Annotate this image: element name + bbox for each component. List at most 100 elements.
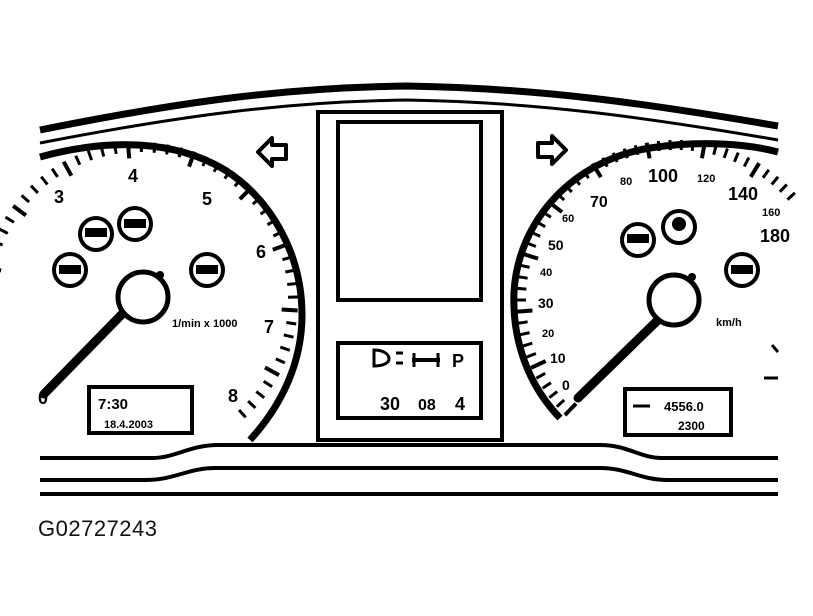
tachometer-tick bbox=[29, 184, 39, 194]
speedometer-tick bbox=[519, 331, 530, 337]
tachometer-tick bbox=[262, 379, 273, 388]
tachometer-tick bbox=[212, 162, 221, 173]
speedometer-tick bbox=[786, 191, 796, 201]
speedometer-tick bbox=[611, 152, 619, 163]
speedometer-tick bbox=[517, 320, 528, 325]
speedometer-gauge: 0 10 20 30 40 50 60 70 80 100 120 140 16… bbox=[510, 140, 796, 437]
speed-label-10: 10 bbox=[550, 350, 566, 366]
tachometer-gauge: 3 4 5 6 7 8 0 1/min x 1000 bbox=[0, 141, 306, 443]
right-turn-signal-arrow-icon bbox=[536, 134, 568, 166]
tachometer-tick bbox=[11, 204, 28, 218]
tachometer-tick bbox=[233, 177, 243, 188]
speedometer-tick bbox=[712, 144, 718, 156]
needle-hub-icon bbox=[115, 269, 171, 325]
speed-display-line1: 4556.0 bbox=[664, 399, 704, 414]
seat-belt-icon bbox=[661, 209, 697, 245]
speedometer-tick bbox=[572, 176, 582, 186]
tachometer-tick bbox=[287, 282, 298, 286]
warning-lamp-icon bbox=[724, 252, 760, 288]
left-turn-signal-arrow-icon bbox=[256, 136, 288, 168]
speedometer-tick bbox=[525, 241, 537, 248]
low-beam-headlight-icon bbox=[372, 348, 403, 368]
speedometer-tick bbox=[541, 381, 552, 390]
tachometer-tick bbox=[266, 218, 277, 227]
speed-label-50: 50 bbox=[548, 237, 564, 253]
center-indicator-p: P bbox=[452, 351, 464, 371]
tachometer-tick bbox=[275, 357, 286, 365]
figure-id-caption: G02727243 bbox=[38, 516, 158, 541]
speed-label-180: 180 bbox=[760, 226, 790, 246]
tach-display-line1: 7:30 bbox=[98, 396, 128, 413]
speedometer-tick bbox=[530, 230, 541, 238]
speed-label-70: 70 bbox=[590, 194, 608, 211]
tachometer-tick bbox=[20, 194, 31, 204]
tachometer-tick bbox=[223, 169, 232, 180]
speedometer-tick bbox=[516, 308, 533, 314]
right-edge-marks bbox=[764, 344, 780, 380]
tach-unit-label: 1/min x 1000 bbox=[172, 318, 237, 330]
center-value-30: 30 bbox=[380, 394, 400, 414]
speedometer-tick bbox=[519, 263, 530, 269]
speedometer-tick bbox=[601, 157, 609, 168]
speed-label-120: 120 bbox=[697, 173, 715, 185]
speedometer-tick bbox=[535, 371, 546, 380]
tachometer-tick bbox=[281, 255, 293, 262]
tach-label-3: 3 bbox=[54, 187, 64, 207]
tachometer-tick bbox=[264, 365, 280, 377]
speedometer-tick bbox=[633, 144, 640, 156]
tach-label-4: 4 bbox=[128, 166, 138, 186]
tachometer-tick bbox=[0, 268, 2, 273]
speedometer-tick bbox=[733, 152, 740, 163]
speed-label-30: 30 bbox=[538, 295, 554, 311]
speedometer-tick bbox=[548, 390, 559, 399]
tach-display-line2: 18.4.2003 bbox=[104, 419, 153, 431]
speed-label-80: 80 bbox=[620, 176, 632, 188]
tach-label-6: 6 bbox=[256, 242, 266, 262]
tachometer-tick bbox=[247, 400, 257, 409]
warning-lamp-icon bbox=[52, 252, 88, 288]
speedometer-tick bbox=[699, 142, 707, 159]
center-value-08: 08 bbox=[418, 397, 436, 414]
tachometer-tick bbox=[86, 150, 94, 161]
tachometer-tick bbox=[74, 155, 82, 166]
speedometer-tick bbox=[517, 275, 528, 280]
speedometer-tick bbox=[548, 200, 564, 214]
tachometer-tick bbox=[50, 167, 59, 178]
tach-label-7: 7 bbox=[264, 317, 274, 337]
speedometer-tick bbox=[761, 168, 771, 179]
tach-label-8: 8 bbox=[228, 386, 238, 406]
tachometer-tick bbox=[285, 268, 296, 274]
speedometer-tick bbox=[749, 162, 761, 178]
speedometer-ticks bbox=[516, 140, 796, 417]
tachometer-tick bbox=[283, 333, 294, 339]
warning-lamp-icon bbox=[78, 216, 114, 252]
speedometer-tick bbox=[563, 402, 578, 417]
speedometer-tick bbox=[522, 341, 533, 348]
speedometer-tick bbox=[742, 156, 751, 168]
speed-label-160: 160 bbox=[762, 207, 780, 219]
speed-label-20: 20 bbox=[542, 328, 554, 340]
tachometer-tick bbox=[272, 242, 289, 252]
tachometer-tick bbox=[0, 242, 4, 247]
speedometer-tick bbox=[644, 142, 652, 159]
speedometer-tick bbox=[656, 140, 661, 152]
high-beam-icon bbox=[412, 353, 440, 367]
tachometer-tick bbox=[126, 142, 132, 159]
speedometer-tick bbox=[590, 162, 603, 179]
speed-label-60: 60 bbox=[562, 213, 574, 225]
tachometer-tick bbox=[0, 227, 9, 235]
tach-label-5: 5 bbox=[202, 189, 212, 209]
speedometer-tick bbox=[541, 210, 552, 219]
speedometer-tick bbox=[722, 148, 729, 159]
tachometer-tick bbox=[251, 196, 262, 206]
speed-label-40: 40 bbox=[540, 267, 552, 279]
tachometer-tick bbox=[238, 186, 253, 201]
speed-unit-label: km/h bbox=[716, 317, 742, 329]
speedometer-tick bbox=[581, 169, 590, 179]
speedometer-tick bbox=[525, 352, 537, 359]
speed-label-0: 0 bbox=[562, 377, 570, 393]
tachometer-tick bbox=[165, 144, 170, 155]
lcd-display-icon: 7:30 18.4.2003 bbox=[87, 385, 194, 435]
speedometer-tick bbox=[555, 192, 566, 202]
